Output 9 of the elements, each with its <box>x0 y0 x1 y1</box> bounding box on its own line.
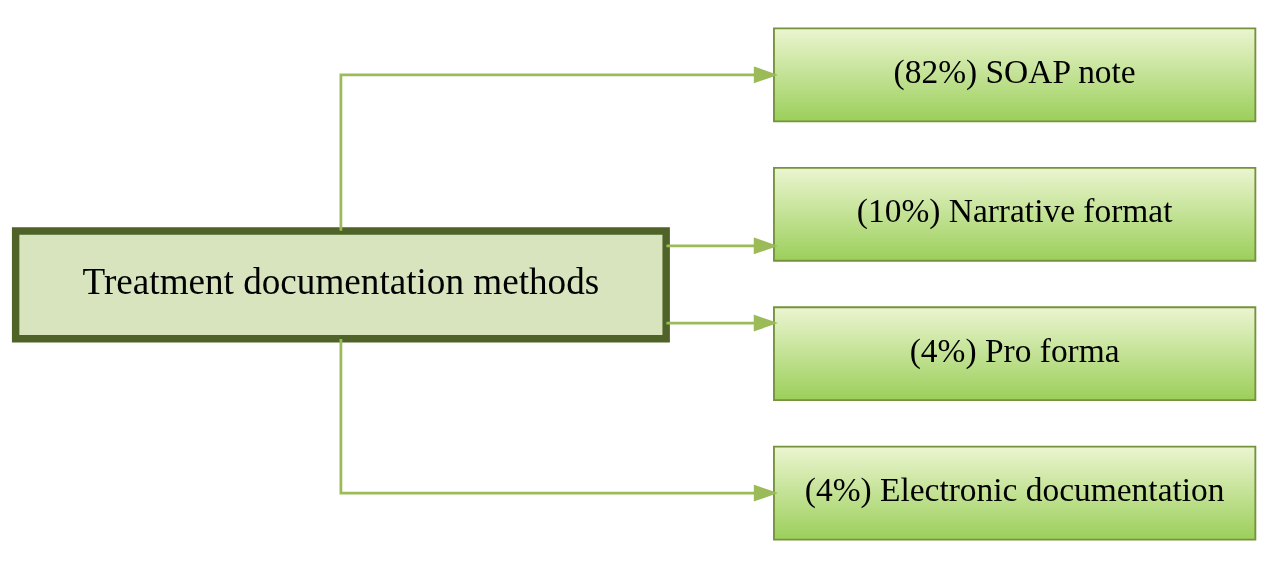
node-box: (4%) Electronic documentation <box>773 445 1257 540</box>
arrow <box>666 236 778 254</box>
node-box: (10%) Narrative format <box>773 166 1257 262</box>
arrow <box>666 314 778 331</box>
node-box: (4%) Pro forma <box>773 305 1257 401</box>
arrow <box>339 65 779 231</box>
node-box: (82%) SOAP note <box>773 27 1257 122</box>
arrow <box>339 338 779 502</box>
node-box: Treatment documentation methods <box>11 226 670 343</box>
